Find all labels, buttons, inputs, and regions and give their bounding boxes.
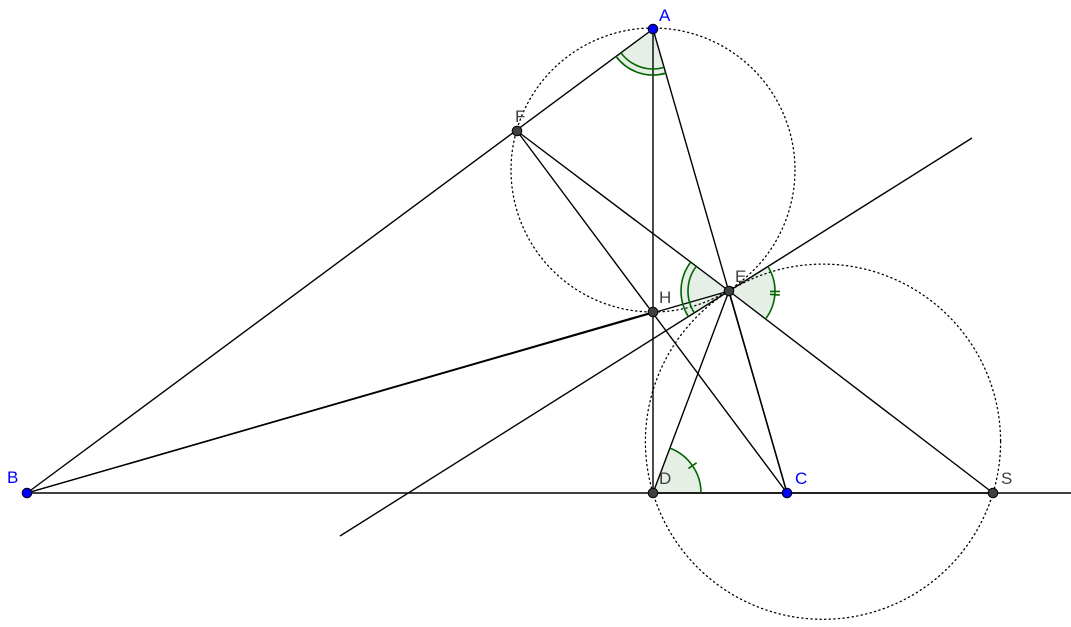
- point-e[interactable]: [723, 285, 735, 297]
- point-d[interactable]: [647, 487, 659, 499]
- point-h[interactable]: [647, 306, 659, 318]
- segment-ec: [728, 290, 788, 494]
- label-d: D: [659, 469, 671, 488]
- angle-e-right-arc-1: [764, 266, 776, 320]
- label-c: C: [795, 469, 807, 488]
- point-b[interactable]: [21, 487, 33, 499]
- segment-es: [728, 290, 994, 494]
- points-layer: [21, 23, 999, 499]
- point-c[interactable]: [781, 487, 793, 499]
- label-s: S: [1001, 469, 1012, 488]
- labels-layer: A B C D E F H S: [7, 6, 1012, 488]
- angle-e-left-arc-2: [687, 265, 697, 314]
- line-be: [339, 137, 973, 537]
- angle-a-arc-1: [615, 55, 667, 76]
- label-a: A: [659, 6, 671, 25]
- angle-wedges-layer: [616, 29, 775, 493]
- angle-d-tick-1: [687, 462, 698, 470]
- angle-e-left-fill: [681, 262, 729, 317]
- angle-d-fill: [653, 448, 701, 493]
- circle-diameter-ah: [510, 27, 796, 313]
- lines-layer: [26, 28, 1071, 537]
- point-a[interactable]: [647, 23, 659, 35]
- label-e: E: [735, 267, 746, 286]
- label-f: F: [515, 107, 525, 126]
- angle-a-arc-2: [620, 52, 665, 70]
- segment-be: [26, 290, 730, 494]
- segment-ed: [652, 290, 730, 494]
- point-s[interactable]: [987, 487, 999, 499]
- angle-e-right-fill: [729, 266, 775, 319]
- circles-layer: [510, 27, 1002, 620]
- point-f[interactable]: [511, 125, 523, 137]
- angle-marks-layer: [615, 52, 781, 494]
- angle-e-left-arc-1: [680, 261, 692, 318]
- label-b: B: [7, 468, 18, 487]
- segment-ab: [26, 28, 654, 494]
- label-h: H: [659, 288, 671, 307]
- segment-fe: [516, 130, 730, 292]
- angle-e-right-tick-2: [769, 293, 780, 296]
- circle-through-d-e-s: [644, 263, 1002, 620]
